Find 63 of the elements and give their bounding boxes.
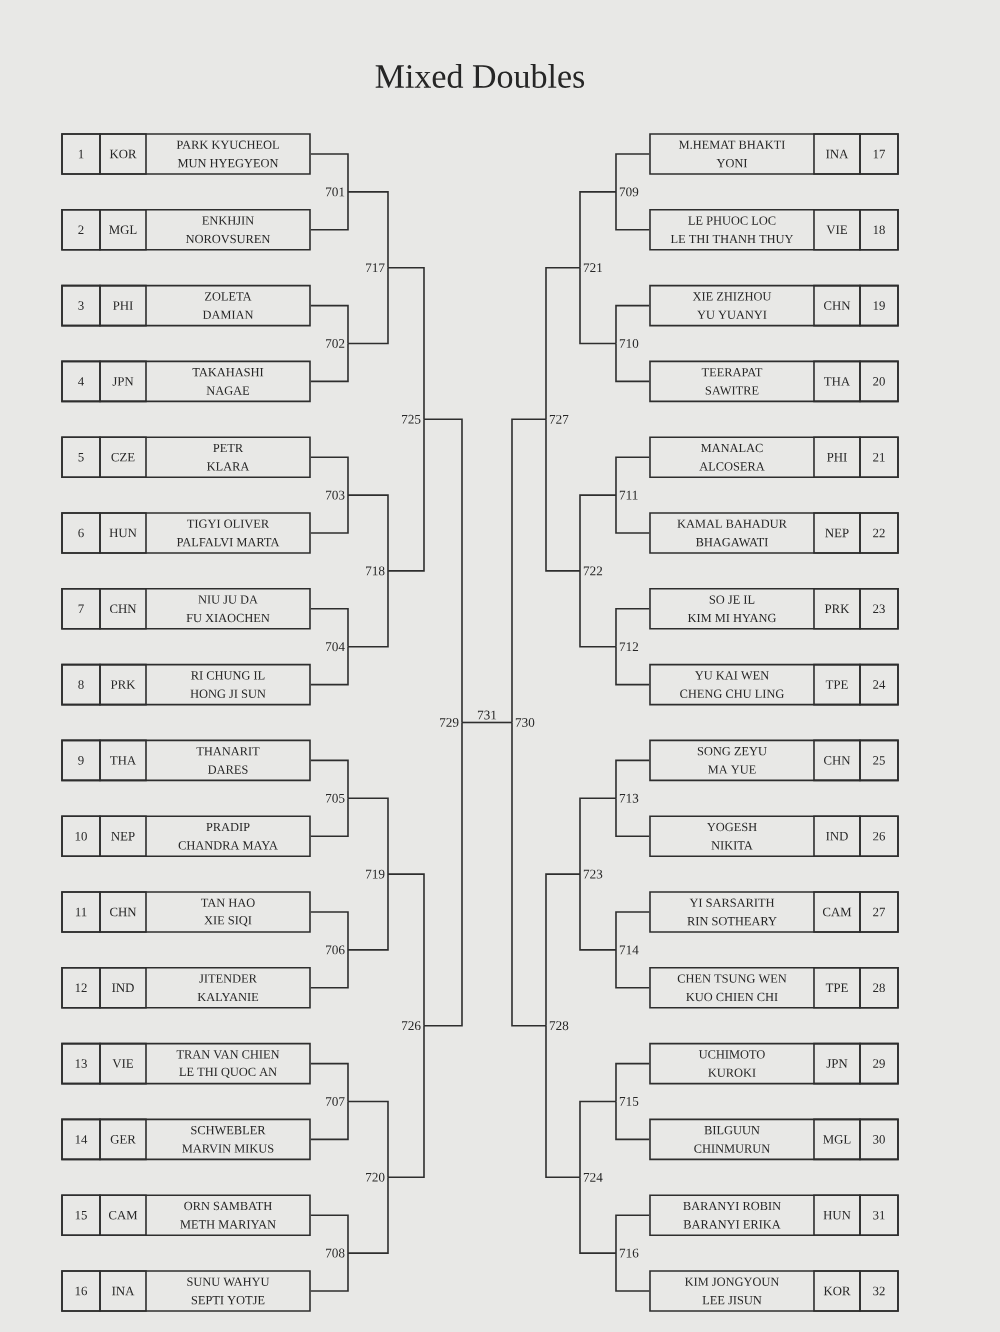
- bracket-line: [347, 1100, 389, 1179]
- bracket-line: [615, 1214, 650, 1254]
- bracket-line: [615, 608, 650, 648]
- bracket-line: [310, 759, 349, 800]
- bracket-line: [615, 911, 650, 951]
- bracket-line: [347, 797, 389, 875]
- bracket-line: [615, 1062, 650, 1103]
- bracket-line: [579, 266, 617, 345]
- bracket-line: [347, 873, 389, 951]
- bracket-line: [387, 418, 425, 572]
- bracket-line: [545, 873, 581, 1027]
- bracket-line: [423, 721, 463, 1027]
- bracket-line: [310, 911, 349, 951]
- bracket-line: [387, 266, 425, 421]
- bracket-line: [347, 266, 389, 345]
- bracket-line: [387, 1024, 425, 1179]
- bracket-line: [511, 418, 547, 724]
- bracket-line: [615, 645, 650, 686]
- title: Mixed Doubles: [375, 64, 585, 88]
- bracket-line: [579, 1100, 617, 1179]
- bracket-line: [310, 1252, 349, 1292]
- bracket-line: [310, 153, 349, 193]
- bracket-line: [615, 759, 650, 800]
- bracket-line: [615, 1100, 650, 1141]
- bracket-line: [615, 342, 650, 383]
- bracket-line: [310, 949, 349, 989]
- bracket-line: [310, 1062, 349, 1103]
- bracket-line: [615, 1252, 650, 1292]
- bracket-line: [310, 304, 349, 345]
- bracket-line: [615, 494, 650, 534]
- bracket-line: [310, 342, 349, 383]
- bracket-line: [545, 418, 581, 572]
- bracket-line: [310, 1214, 349, 1254]
- bracket-line: [347, 1176, 389, 1254]
- bracket-line: [461, 721, 488, 724]
- bracket-line: [511, 721, 547, 1027]
- bracket-line: [615, 949, 650, 989]
- bracket-line: [545, 1024, 581, 1179]
- bracket-line: [310, 797, 349, 837]
- bracket-line: [579, 873, 617, 951]
- bracket-line: [579, 1176, 617, 1254]
- bracket-line: [615, 797, 650, 837]
- bracket-line: [310, 494, 349, 534]
- bracket-line: [310, 456, 349, 496]
- bracket-line: [579, 797, 617, 875]
- bracket-line: [579, 494, 617, 572]
- bracket-line: [615, 191, 650, 231]
- bracket-line: [310, 1100, 349, 1141]
- bracket-line: [423, 418, 463, 724]
- bracket-line: [387, 873, 425, 1027]
- bracket-line: [615, 304, 650, 345]
- bracket-line: [347, 570, 389, 648]
- bracket-line: [579, 570, 617, 648]
- bracket-line: [347, 494, 389, 572]
- bracket-line: [310, 645, 349, 686]
- bracket-line: [310, 191, 349, 231]
- bracket-line: [545, 266, 581, 421]
- bracket-line: [486, 721, 513, 724]
- bracket-line: [579, 191, 617, 269]
- bracket-line: [615, 456, 650, 496]
- bracket-line: [310, 608, 349, 648]
- bracket-line: [615, 153, 650, 193]
- bracket-line: [347, 191, 389, 269]
